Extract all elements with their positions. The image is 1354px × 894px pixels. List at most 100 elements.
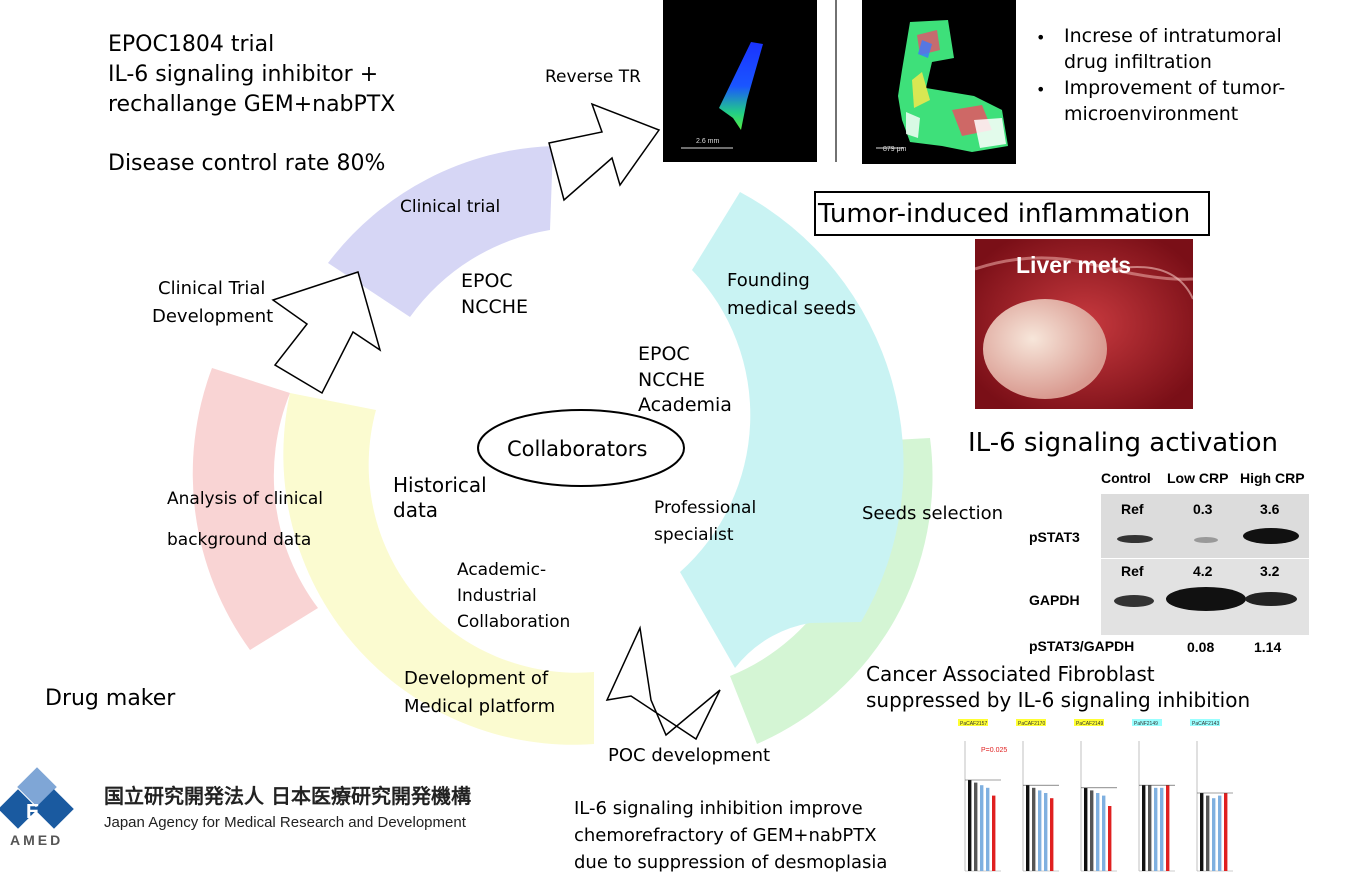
caf-bar bbox=[1090, 790, 1094, 871]
clinical-trial-arc bbox=[328, 146, 553, 317]
amed-logo-text: AMED bbox=[10, 832, 64, 848]
label-drug-maker: Drug maker bbox=[45, 686, 176, 711]
blot-pstat3-bands bbox=[1117, 528, 1299, 544]
caf-bar bbox=[1166, 785, 1170, 871]
bullet-1-line1: Increse of intratumoral bbox=[1064, 25, 1282, 47]
bullet-2-line1: Improvement of tumor- bbox=[1064, 77, 1286, 99]
label-center-academia: Academia bbox=[638, 394, 732, 416]
caf-panel-tag bbox=[1016, 719, 1046, 726]
bullet-dot-1: • bbox=[1036, 28, 1046, 47]
caf-bar bbox=[1108, 806, 1112, 871]
caf-panel-label: PaCAF2143 bbox=[1192, 721, 1219, 727]
caf-bar bbox=[1096, 793, 1100, 871]
label-historical-1: Historical bbox=[393, 473, 487, 497]
caf-bar bbox=[1032, 787, 1036, 871]
pstat3-val-high: 3.6 bbox=[1260, 501, 1280, 517]
conclusion-line1: IL-6 signaling inhibition improve bbox=[574, 798, 863, 819]
trial-name: EPOC1804 trial bbox=[108, 32, 275, 57]
caf-bar bbox=[1050, 798, 1054, 871]
microscopy-image-2: 879 μm bbox=[862, 0, 1016, 164]
gapdh-val-high: 3.2 bbox=[1260, 563, 1280, 579]
amed-jp-name: 国立研究開発法人 日本医療研究開発機構 bbox=[104, 784, 471, 808]
inflammation-title-box: Tumor-induced inflammation bbox=[814, 191, 1210, 236]
founding-arc bbox=[680, 192, 904, 668]
caf-bar bbox=[1102, 795, 1106, 871]
scale-bar-label-1: 2.6 mm bbox=[696, 138, 720, 145]
platform-arc bbox=[283, 393, 594, 745]
label-reverse-tr: Reverse TR bbox=[545, 67, 641, 87]
label-founding-2: medical seeds bbox=[727, 298, 857, 319]
label-collaborators: Collaborators bbox=[507, 437, 648, 461]
gapdh-val-control: Ref bbox=[1121, 563, 1144, 579]
caf-title-1: Cancer Associated Fibroblast bbox=[866, 662, 1155, 686]
label-analysis-2: background data bbox=[167, 530, 312, 550]
label-clinical-trial: Clinical trial bbox=[400, 197, 501, 217]
bullet-2-line2: microenvironment bbox=[1064, 103, 1239, 125]
blot-gapdh bbox=[1101, 559, 1309, 635]
caf-panel-tag bbox=[1190, 719, 1220, 726]
arrow-clinical-dev bbox=[271, 271, 382, 395]
amed-logo-mark: E bbox=[0, 767, 74, 829]
label-seeds-selection: Seeds selection bbox=[862, 503, 1004, 524]
label-historical-2: data bbox=[393, 498, 439, 522]
label-analysis-1: Analysis of clinical bbox=[167, 489, 324, 509]
pstat3-val-low: 0.3 bbox=[1193, 501, 1213, 517]
label-platform-2: Medical platform bbox=[404, 696, 556, 717]
label-founding-1: Founding bbox=[727, 270, 810, 291]
bullet-dot-2: • bbox=[1036, 80, 1046, 99]
caf-bar bbox=[1038, 790, 1042, 871]
label-clinical-trial-dev-2: Development bbox=[152, 306, 274, 327]
trial-rechallenge: rechallange GEM+nabPTX bbox=[108, 92, 396, 117]
liver-mets-photo: Liver mets bbox=[975, 239, 1193, 409]
label-center-ncche: NCCHE bbox=[638, 369, 706, 391]
caf-bar bbox=[1154, 787, 1158, 871]
arrow-poc bbox=[605, 625, 721, 741]
row-gapdh: GAPDH bbox=[1029, 592, 1080, 608]
caf-bar bbox=[1084, 787, 1088, 871]
analysis-arc bbox=[192, 368, 318, 650]
western-title: IL-6 signaling activation bbox=[968, 428, 1279, 458]
label-platform-1: Development of bbox=[404, 668, 549, 689]
label-clinical-trial-dev-1: Clinical Trial bbox=[158, 278, 266, 299]
caf-bar bbox=[1044, 793, 1048, 871]
col-low-crp: Low CRP bbox=[1167, 470, 1229, 486]
caf-bar bbox=[1200, 793, 1204, 871]
caf-panel-tag bbox=[1132, 719, 1162, 726]
trial-regimen: IL-6 signaling inhibitor + bbox=[108, 62, 379, 87]
pstat3-val-control: Ref bbox=[1121, 501, 1144, 517]
caf-bar bbox=[1026, 785, 1030, 871]
caf-bar bbox=[980, 785, 984, 871]
label-ncche: NCCHE bbox=[461, 296, 529, 318]
caf-bar bbox=[986, 787, 990, 871]
caf-bar bbox=[1160, 787, 1164, 871]
arrow-reverse-tr bbox=[548, 102, 661, 202]
caf-panel-label: PaCAF2157 bbox=[960, 721, 987, 727]
blot-pstat3 bbox=[1101, 494, 1309, 558]
caf-bar-panels: PaCAF2157 PaCAF2170 PaCAF2149 PaNF2149 PaCAF… bbox=[945, 716, 1245, 890]
drug-distribution-map-1 bbox=[681, 42, 763, 149]
ratio-val-low: 0.08 bbox=[1187, 639, 1215, 655]
caf-panel-label: PaCAF2149 bbox=[1076, 721, 1103, 727]
caf-bar-graphs: PaCAF2157 PaCAF2170 PaCAF2149 PaNF2149 PaCAF… bbox=[958, 719, 1233, 872]
amed-logo: E bbox=[0, 765, 84, 849]
gapdh-val-low: 4.2 bbox=[1193, 563, 1213, 579]
caf-bar bbox=[1218, 795, 1222, 871]
label-center-epoc: EPOC bbox=[638, 343, 690, 365]
caf-panel-tag bbox=[958, 719, 988, 726]
caf-title-2: suppressed by IL-6 signaling inhibition bbox=[866, 688, 1251, 712]
label-academic-2: Industrial bbox=[457, 586, 537, 606]
liver-mets-label: Liver mets bbox=[1016, 252, 1132, 278]
drug-distribution-map-2 bbox=[876, 20, 1008, 152]
caf-bar bbox=[992, 795, 996, 871]
amed-en-name: Japan Agency for Medical Research and De… bbox=[104, 814, 466, 831]
label-professional-2: specialist bbox=[654, 525, 734, 545]
label-academic-1: Academic- bbox=[457, 560, 547, 580]
inflammation-title: Tumor-induced inflammation bbox=[818, 199, 1191, 229]
liver-photo-graphic bbox=[975, 239, 1193, 409]
col-control: Control bbox=[1101, 470, 1151, 486]
caf-panel-label: PaCAF2170 bbox=[1018, 721, 1045, 727]
caf-panel-label: PaNF2149 bbox=[1134, 721, 1158, 727]
caf-bar bbox=[1224, 793, 1228, 871]
scale-bar-label-2: 879 μm bbox=[883, 146, 907, 153]
